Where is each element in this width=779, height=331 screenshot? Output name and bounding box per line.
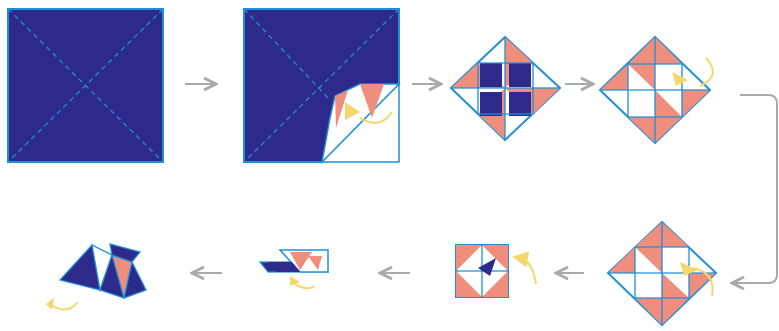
step-3-diamond [449,35,562,142]
step-2-corner-fold [243,8,401,165]
step-5-diamond-fold [606,220,718,327]
step-1-square [7,8,164,163]
u-turn-arrow-icon [732,94,778,283]
step-7-flattened [258,249,329,290]
step-8-fortune-teller [46,243,147,311]
step-4-pinwheel [598,35,714,145]
step-6-small-square [455,244,537,298]
